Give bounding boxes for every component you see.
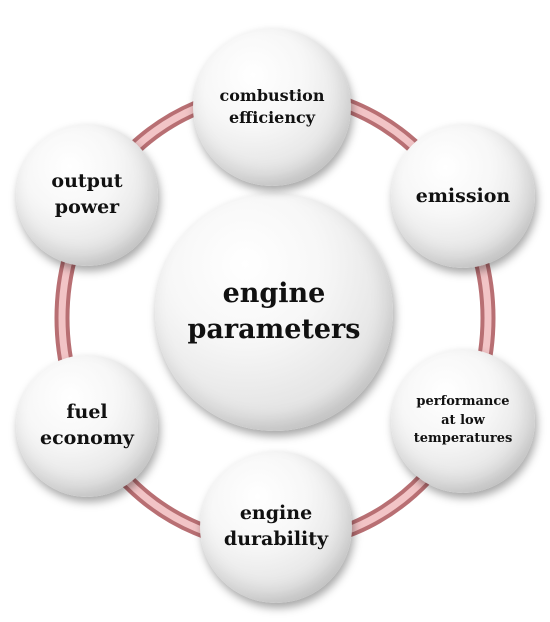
node-output-power: output power	[16, 124, 158, 266]
node-fuel-economy: fuel economy	[16, 355, 158, 497]
node-emission: emission	[391, 124, 535, 268]
node-performance-at-low-temperatures: performance at low temperatures	[391, 349, 535, 493]
node-engine-durability: engine durability	[200, 451, 352, 603]
node-combustion-efficiency: combustion efficiency	[193, 28, 351, 186]
center-node-engine-parameters: engine parameters	[155, 193, 393, 431]
